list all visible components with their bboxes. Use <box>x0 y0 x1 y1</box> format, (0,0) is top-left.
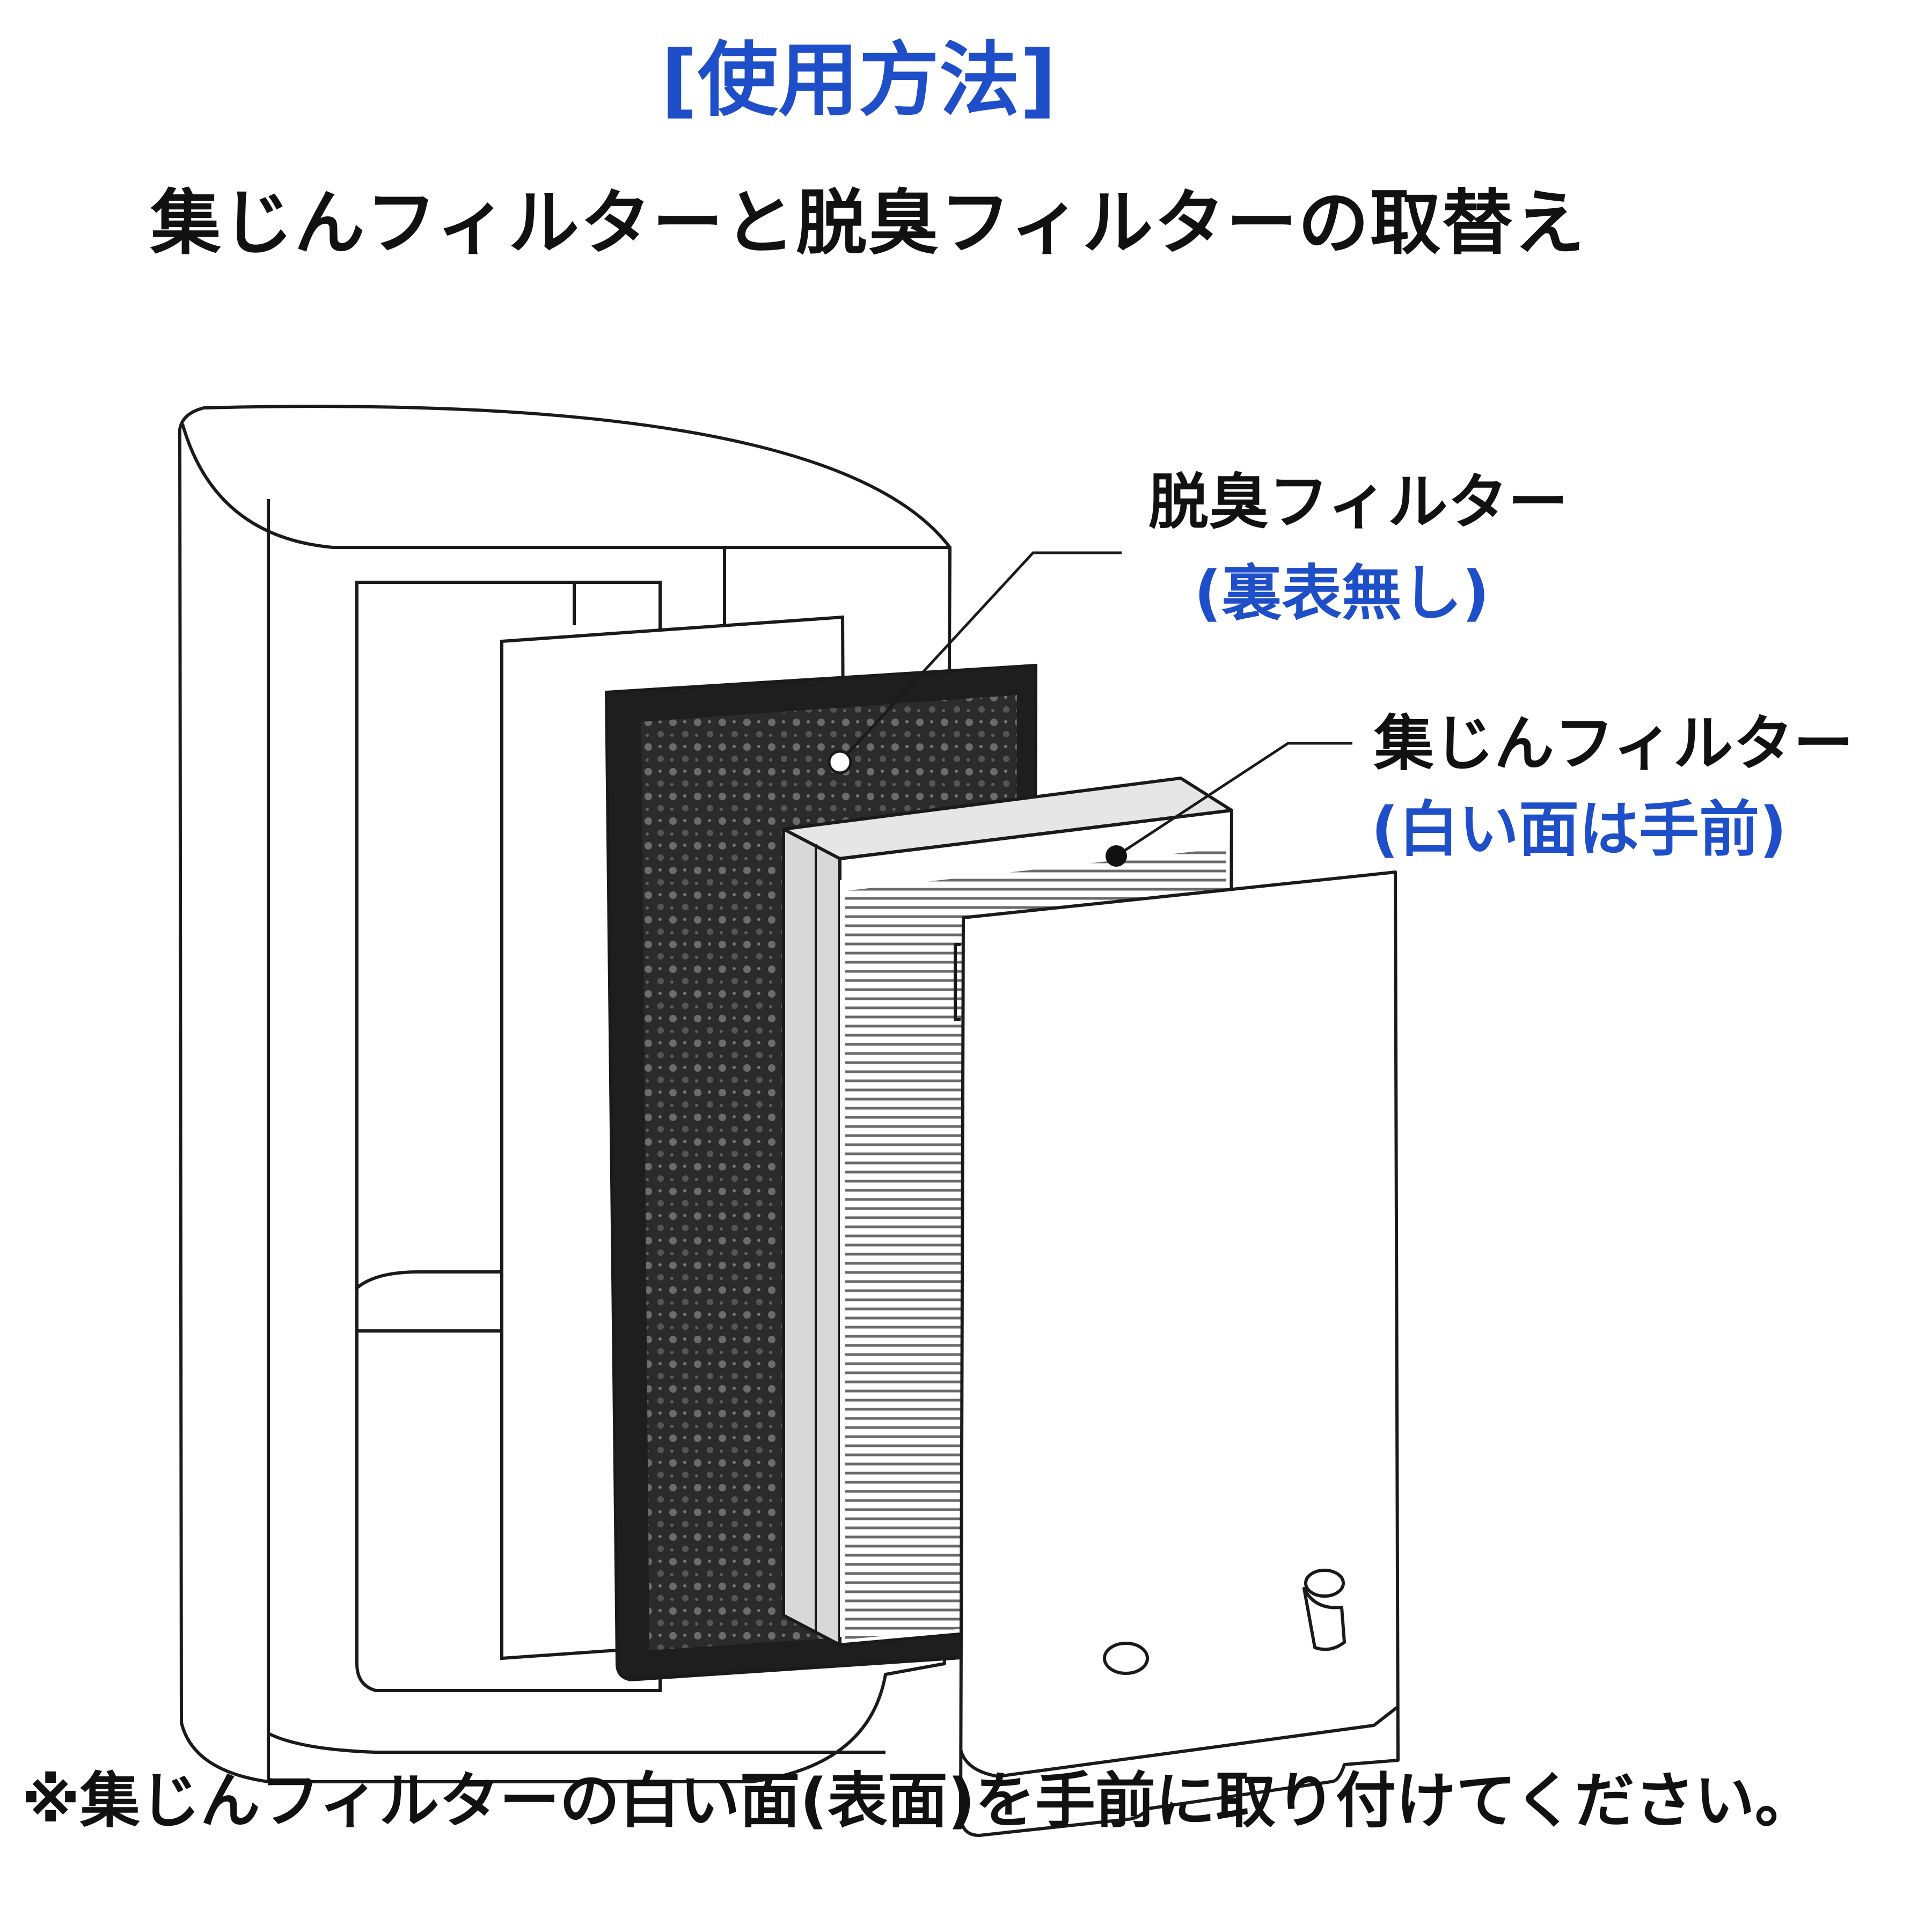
leader-line-deodorizing <box>828 551 1122 774</box>
dust-filter-note: (白い面は手前) <box>1371 795 1787 865</box>
dust-filter-label: 集じんフィルター <box>1374 709 1854 779</box>
deodorizing-filter-label: 脱臭フィルター <box>1148 467 1568 537</box>
page-title: 集じんフィルターと脱臭フィルターの取替え <box>150 182 1586 265</box>
deodorizing-filter-note: (裏表無し) <box>1194 559 1490 628</box>
leader-line-dust <box>1106 742 1352 867</box>
section-title: [使用方法] <box>661 34 1057 127</box>
installation-footnote: ※集じんフィルターの白い面(表面)を手前に取り付けてください。 <box>21 1766 1815 1836</box>
dust-filter-front-face <box>954 870 1400 1837</box>
